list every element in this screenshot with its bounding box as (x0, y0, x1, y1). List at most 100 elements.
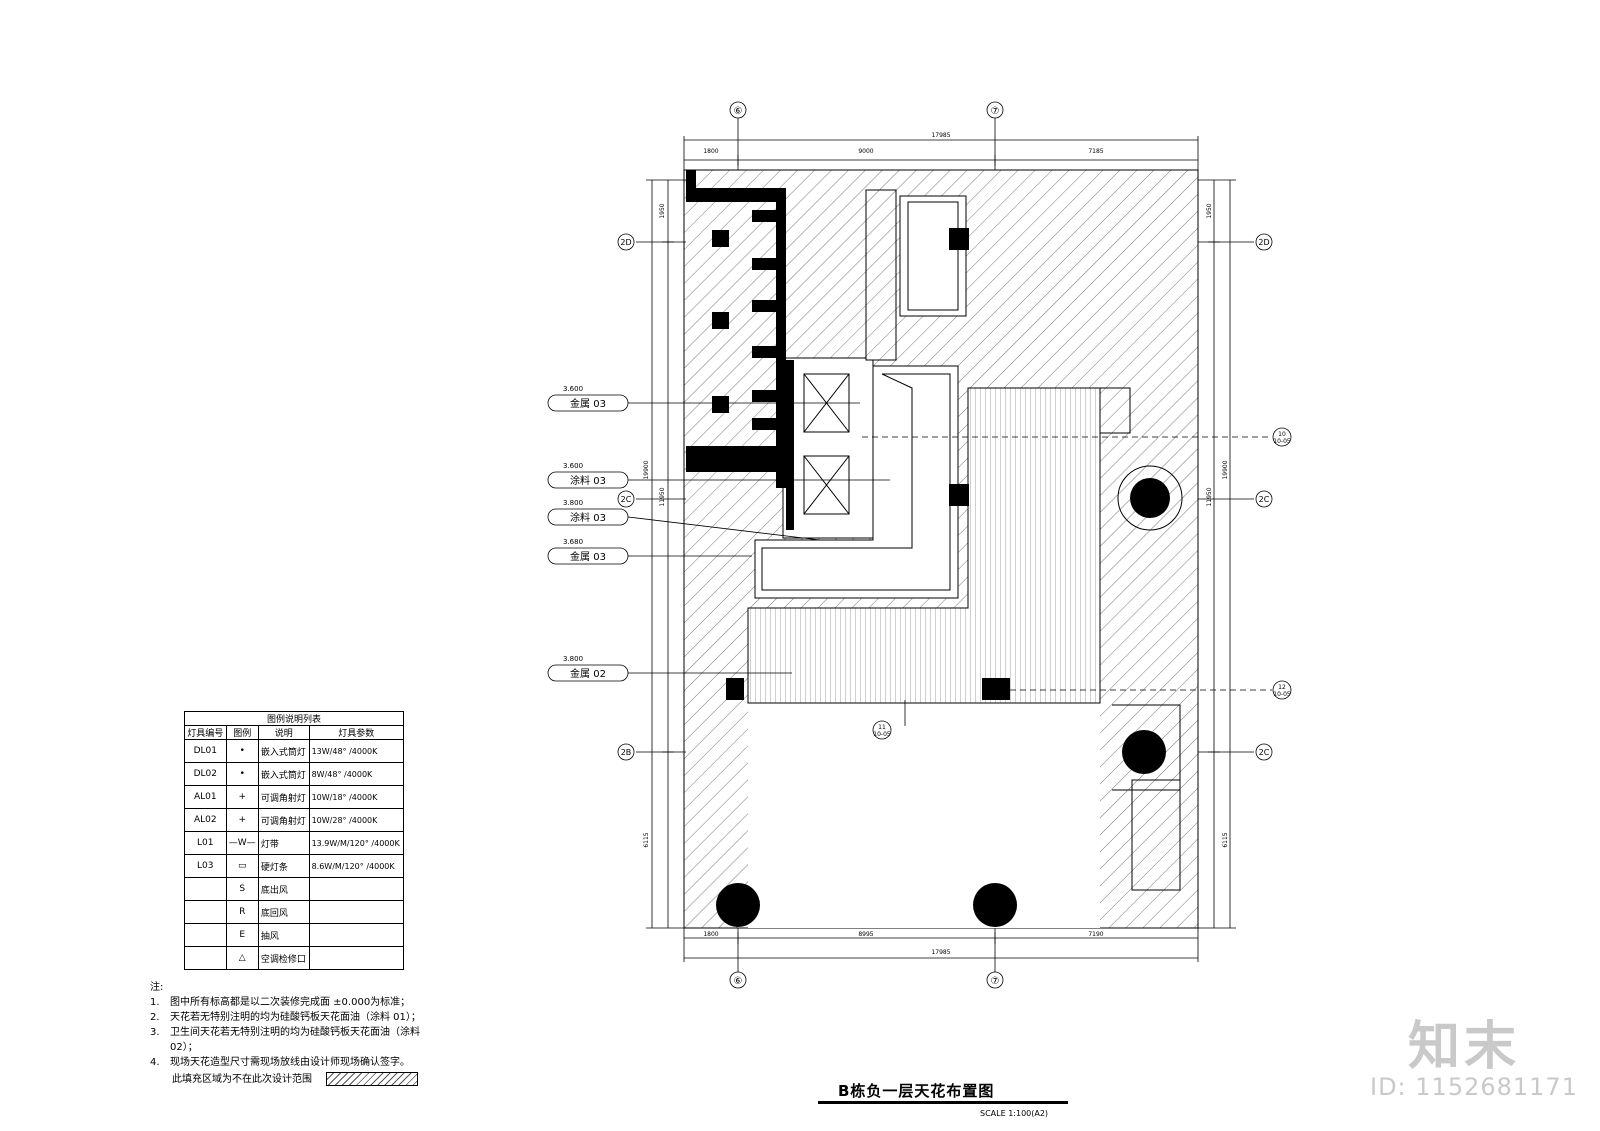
dim-left-2: 19900 (643, 460, 650, 479)
dim-top-seg3: 7185 (1088, 148, 1103, 155)
legend-desc: 抽风 (257, 923, 310, 947)
axis-bubbles (617, 101, 1292, 989)
legend-symbol: E (225, 923, 259, 947)
note-text: 天花若无特别注明的均为硅酸钙板天花面油（涂料 01）； (170, 1012, 421, 1023)
note-item: 1.图中所有标高都是以二次装修完成面 ±0.000为标准； (150, 995, 480, 1010)
notes-heading: 注: (150, 982, 164, 993)
legend-symbol: △ (225, 946, 259, 970)
tag-height-4: 3.680 (563, 538, 583, 546)
dim-right-1: 1950 (1206, 203, 1213, 218)
note-text: 卫生间天花若无特别注明的均为硅酸钙板天花面油（涂料 (170, 1027, 420, 1038)
legend-row: DL02 • 嵌入式筒灯 8W/48° /4000K (184, 762, 405, 786)
note-text: 现场天花造型尺寸需现场放线由设计师现场确认签字。 (170, 1057, 410, 1068)
legend-symbol: S (225, 877, 259, 901)
legend-desc: 嵌入式筒灯 (257, 762, 310, 786)
legend-row: DL01 • 嵌入式筒灯 13W/48° /4000K (184, 739, 405, 763)
dimension-lines (627, 118, 1272, 972)
note-item: 3.卫生间天花若无特别注明的均为硅酸钙板天花面油（涂料 (150, 1025, 480, 1040)
note-item: 4. 现场天花造型尺寸需现场放线由设计师现场确认签字。 (150, 1055, 480, 1070)
legend-row: S 底出风 (184, 877, 405, 901)
legend-code (184, 877, 227, 901)
legend-code: AL01 (184, 785, 227, 809)
row-label-2D-right: 2D (1258, 238, 1269, 247)
hatch-key: 此填充区域为不在此次设计范围 (172, 1072, 480, 1087)
axis-7-top (986, 101, 1004, 119)
legend-header-code: 灯具编号 (184, 725, 227, 740)
drawing-title: B栋负一层天花布置图 (838, 1082, 995, 1100)
axis-label-7-bottom: ⑦ (991, 976, 1000, 987)
general-notes: 注: 1.图中所有标高都是以二次装修完成面 ±0.000为标准； 2.天花若无特… (150, 980, 480, 1087)
legend-row: △ 空调检修口 (184, 946, 405, 970)
legend-symbol: + (225, 785, 259, 809)
legend-param (308, 923, 405, 947)
legend-symbol: • (225, 739, 259, 763)
axis-label-6-bottom: ⑥ (734, 976, 743, 987)
ceiling-tag-pills (547, 394, 629, 682)
row-label-2C-left: 2C (621, 495, 632, 504)
legend-param: 8W/48° /4000K (308, 762, 405, 786)
legend-param: 10W/18° /4000K (308, 785, 405, 809)
legend-row: L03 ▭ 硬灯条 8.6W/M/120° /4000K (184, 854, 405, 878)
tag-material-5: 金属 02 (570, 667, 606, 680)
legend-symbol: • (225, 762, 259, 786)
tag-material-2: 涂料 03 (570, 474, 606, 487)
dim-right-2: 19900 (1222, 460, 1229, 479)
legend-desc: 可调角射灯 (257, 785, 310, 809)
note-text: 图中所有标高都是以二次装修完成面 ±0.000为标准； (170, 997, 411, 1008)
axis-7-bottom (986, 971, 1004, 989)
legend-param: 13.9W/M/120° /4000K (308, 831, 405, 855)
legend-symbol: ▭ (225, 854, 259, 878)
note-num: 4. (150, 1057, 160, 1068)
dim-right-4: 6115 (1222, 832, 1229, 847)
row-label-2C-right-lower: 2C (1259, 748, 1270, 757)
row-label-2D-left: 2D (620, 238, 631, 247)
row-label-2B-left: 2B (621, 748, 632, 757)
legend-desc: 底回风 (257, 900, 310, 924)
tag-height-5: 3.800 (563, 655, 583, 663)
legend-desc: 空调检修口 (257, 946, 310, 970)
legend-header-symbol: 图例 (225, 725, 259, 740)
legend-row: L01 —W— 灯带 13.9W/M/120° /4000K (184, 831, 405, 855)
axis-label-6-top: ⑥ (734, 106, 743, 117)
section-10-sheet: 10-05 (1273, 438, 1291, 445)
axis-6-top (729, 101, 747, 119)
watermark-id: ID: 1152681171 (1370, 1073, 1578, 1101)
legend-desc: 底出风 (257, 877, 310, 901)
legend-symbol: —W— (225, 831, 259, 855)
dim-top-total: 17985 (931, 132, 950, 139)
title-underline (818, 1101, 1068, 1104)
round-columns (716, 478, 1170, 927)
tag-height-1: 3.600 (563, 385, 583, 393)
structural-walls (686, 170, 1010, 700)
row-label-2C-right: 2C (1259, 495, 1270, 504)
legend-param (308, 877, 405, 901)
legend-caption: 图例说明列表 (184, 711, 404, 726)
legend-row: R 底回风 (184, 900, 405, 924)
drawing-scale: SCALE 1:100(A2) (980, 1109, 1049, 1118)
dim-bottom-seg1: 1800 (703, 931, 718, 938)
legend-code: DL01 (184, 739, 227, 763)
dim-bottom-seg3: 7190 (1088, 931, 1103, 938)
legend-param: 10W/28° /4000K (308, 808, 405, 832)
legend-row: AL01 + 可调角射灯 10W/18° /4000K (184, 785, 405, 809)
tag-material-4: 金属 03 (570, 550, 606, 563)
legend-symbol: R (225, 900, 259, 924)
section-11-sheet: 10-05 (873, 731, 891, 738)
dim-top-seg1: 1800 (703, 148, 718, 155)
legend-param (308, 946, 405, 970)
tag-height-3: 3.800 (563, 499, 583, 507)
legend-header-param: 灯具参数 (308, 725, 405, 740)
legend-code: L01 (184, 831, 227, 855)
legend-param: 13W/48° /4000K (308, 739, 405, 763)
legend-param: 8.6W/M/120° /4000K (308, 854, 405, 878)
legend-code (184, 900, 227, 924)
note-item: 2.天花若无特别注明的均为硅酸钙板天花面油（涂料 01）； (150, 1010, 480, 1025)
hatch-sample-swatch (326, 1072, 418, 1086)
legend-row: E 抽风 (184, 923, 405, 947)
section-12-sheet: 10-05 (1273, 691, 1291, 698)
tag-material-3: 涂料 03 (570, 511, 606, 524)
tag-height-2: 3.600 (563, 462, 583, 470)
legend-code (184, 946, 227, 970)
legend-desc: 可调角射灯 (257, 808, 310, 832)
